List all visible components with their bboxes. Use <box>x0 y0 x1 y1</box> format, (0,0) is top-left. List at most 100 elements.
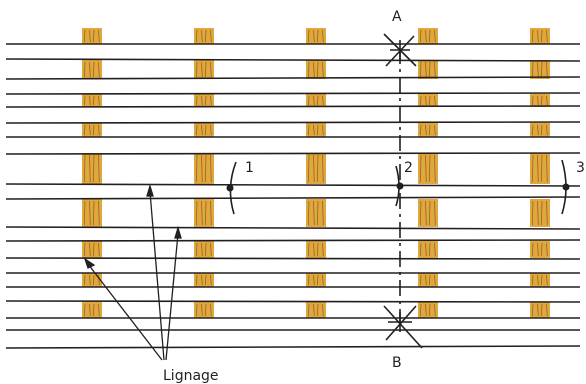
label-mark-1: 1 <box>245 160 254 176</box>
label-point-b: B <box>392 355 402 371</box>
wood-grain <box>532 200 534 226</box>
wood-grain <box>93 154 95 183</box>
wood-grain <box>434 154 436 183</box>
post-segment <box>418 302 438 318</box>
post-segment <box>530 153 550 184</box>
wood-grain <box>89 124 91 136</box>
wood-grain <box>425 95 427 106</box>
batten-1 <box>5 43 581 62</box>
wood-grain <box>210 200 212 226</box>
post-segment <box>418 273 438 287</box>
wood-grain <box>196 124 198 136</box>
wood-grain <box>196 303 198 317</box>
wood-grain <box>429 154 431 183</box>
wood-grain <box>434 274 436 286</box>
wood-grain <box>434 95 436 106</box>
wood-grain <box>546 274 548 286</box>
wood-grain <box>425 29 427 43</box>
wood-grain <box>541 274 543 286</box>
post-segment <box>194 28 214 44</box>
wood-grain <box>93 95 95 106</box>
wood-grain <box>308 274 310 286</box>
wood-grain <box>84 61 86 78</box>
post-segment <box>194 123 214 137</box>
post-segment <box>82 123 102 137</box>
wood-grain <box>196 95 198 106</box>
post-segment <box>194 302 214 318</box>
wood-grain <box>313 124 315 136</box>
post-segment <box>418 123 438 137</box>
wood-grain <box>317 200 319 226</box>
wood-grain <box>317 274 319 286</box>
label-point-a: A <box>392 9 402 25</box>
post-segment <box>82 94 102 107</box>
wood-grain <box>429 61 431 78</box>
wood-grain <box>322 95 324 106</box>
wood-grain <box>317 61 319 78</box>
wood-grain <box>313 200 315 226</box>
wood-grain <box>308 61 310 78</box>
wood-grain <box>420 274 422 286</box>
wood-grain <box>201 242 203 257</box>
wood-grain <box>196 154 198 183</box>
wood-grain <box>434 242 436 257</box>
wood-grain <box>420 124 422 136</box>
post-segment <box>82 199 102 227</box>
wood-grain <box>434 29 436 43</box>
wood-grain <box>434 200 436 226</box>
wood-grain <box>322 242 324 257</box>
wood-grain <box>429 95 431 106</box>
wood-grain <box>425 274 427 286</box>
post-segment <box>418 28 438 44</box>
wood-grain <box>196 242 198 257</box>
wood-grain <box>210 124 212 136</box>
post-segment <box>194 60 214 79</box>
wood-grain <box>546 303 548 317</box>
wood-grain <box>201 200 203 226</box>
wood-grain <box>205 200 207 226</box>
wood-grain <box>89 200 91 226</box>
wood-grain <box>429 274 431 286</box>
post-segment <box>306 199 326 227</box>
wood-grain <box>308 95 310 106</box>
wood-grain <box>93 200 95 226</box>
wood-grain <box>210 29 212 43</box>
wood-grain <box>205 303 207 317</box>
wood-grain <box>429 200 431 226</box>
wood-grain <box>546 29 548 43</box>
wood-grain <box>84 242 86 257</box>
wood-grain <box>308 29 310 43</box>
wood-grain <box>537 303 539 317</box>
post-segment <box>418 94 438 107</box>
wood-grain <box>313 242 315 257</box>
batten-4 <box>5 136 581 155</box>
wood-grain <box>317 95 319 106</box>
batten-3 <box>5 105 581 124</box>
post-segment <box>306 273 326 287</box>
wood-grain <box>317 242 319 257</box>
wood-grain <box>93 303 95 317</box>
wood-grain <box>546 154 548 183</box>
wood-grain <box>98 154 100 183</box>
post-segment <box>194 199 214 227</box>
wood-grain <box>98 29 100 43</box>
post-segment <box>306 28 326 44</box>
wood-grain <box>201 274 203 286</box>
batten-7 <box>5 257 581 274</box>
wood-grain <box>546 242 548 257</box>
wood-grain <box>93 61 95 78</box>
wood-grain <box>425 242 427 257</box>
wood-grain <box>546 61 548 78</box>
wood-grain <box>532 154 534 183</box>
wood-grain <box>201 95 203 106</box>
post-segment <box>306 60 326 79</box>
post-segment <box>306 123 326 137</box>
wood-grain <box>196 274 198 286</box>
wood-grain <box>89 95 91 106</box>
wood-grain <box>89 61 91 78</box>
post-segment <box>82 60 102 79</box>
label-mark-2: 2 <box>404 160 413 176</box>
wood-grain <box>322 274 324 286</box>
batten-8 <box>5 286 581 303</box>
wood-grain <box>98 61 100 78</box>
